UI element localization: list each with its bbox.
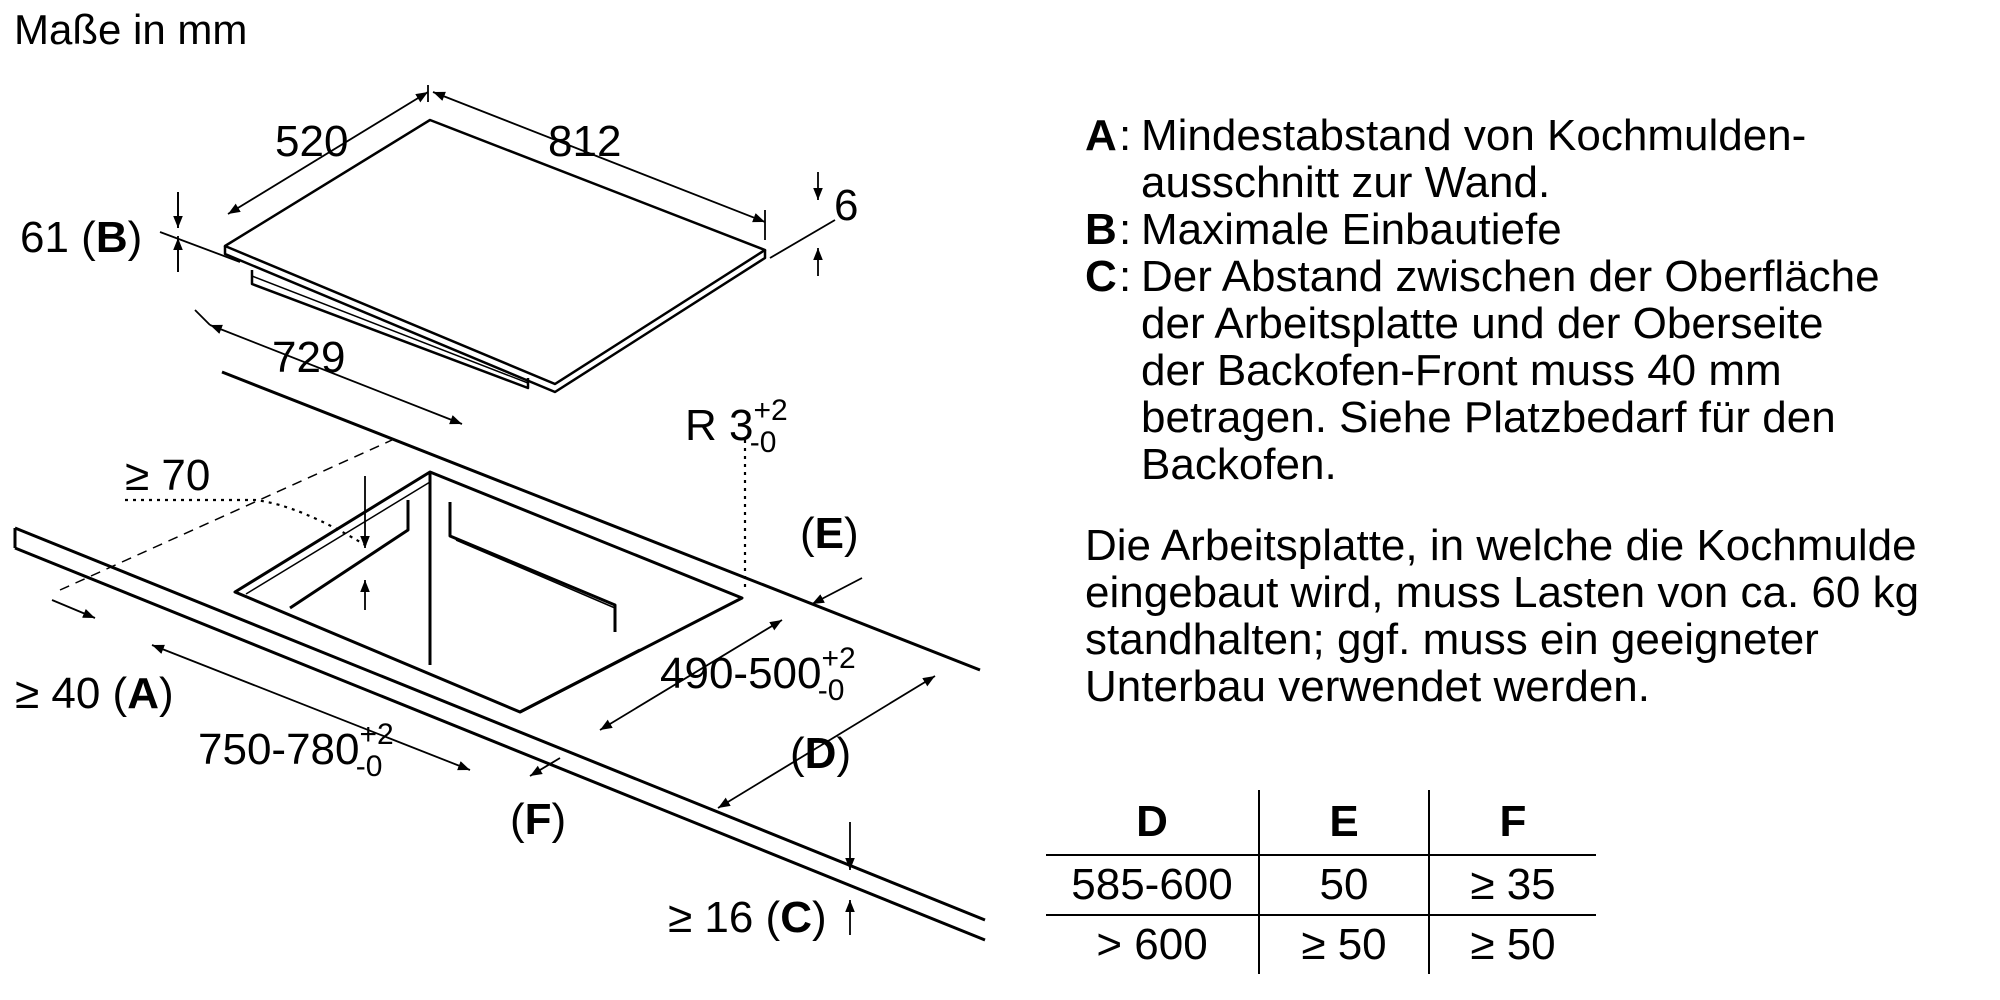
load-note: Die Arbeitsplatte, in welche die Kochmul… (1085, 521, 1920, 711)
dimension-table: D E F 585-600 50 ≥ 35 > 600 ≥ 50 ≥ 50 (1046, 790, 1596, 974)
table-row: > 600 ≥ 50 ≥ 50 (1046, 915, 1596, 974)
legend-item-b: B : Maximale Einbautiefe (1085, 206, 1985, 253)
worktop (13, 370, 986, 942)
dim-min-rear-label: ≥ 70 (125, 451, 210, 500)
table-cell: 585-600 (1046, 855, 1259, 916)
dim-d-label: (D) (790, 729, 851, 778)
dim-c-label: ≥ 16 (C) (668, 893, 827, 942)
dim-cutout-width-label: 750-780+2-0 (198, 718, 394, 783)
table-header-d: D (1046, 790, 1259, 856)
wall-line-dashed (59, 439, 393, 591)
table-row: 585-600 50 ≥ 35 (1046, 855, 1596, 916)
unit-title: Maße in mm (14, 6, 248, 53)
worktop-front-edge-bottom (14, 546, 986, 942)
dimension-lines (51, 85, 936, 935)
table-header-e: E (1258, 790, 1429, 856)
worktop-rear-edge (221, 370, 981, 672)
dim-base-width-label: 729 (272, 333, 345, 382)
table-cell: ≥ 50 (1428, 915, 1596, 974)
legend-key: A (1085, 111, 1117, 160)
legend-text: Mindestabstand von Kochmulden-ausschnitt… (1141, 111, 1807, 207)
table-cell: 50 (1258, 855, 1429, 916)
legend-item-a: A : Mindestabstand von Kochmulden-aussch… (1085, 112, 1985, 206)
worktop-front-edge-top (14, 526, 986, 922)
legend-text: Maximale Einbautiefe (1141, 205, 1562, 254)
legend-key: B (1085, 205, 1117, 254)
table-header-f: F (1428, 790, 1596, 856)
table-cell: ≥ 35 (1428, 855, 1596, 916)
dim-f-label: (F) (510, 795, 566, 844)
table-header-row: D E F (1046, 790, 1596, 856)
hob-drawing: 520 812 61 (B) 6 729 R 3+2-0 ≥ 70 (E) 49… (13, 85, 986, 942)
hob-glass-edge (223, 246, 767, 394)
dim-height-b-label: 61 (B) (20, 213, 142, 262)
dim-radius-label: R 3+2-0 (685, 394, 788, 459)
dim-glass-thickness-label: 6 (834, 181, 858, 230)
dim-cutout-depth-label: 490-500+2-0 (660, 642, 856, 707)
legend: A : Mindestabstand von Kochmulden-aussch… (1085, 112, 1985, 488)
table-cell: > 600 (1096, 920, 1208, 969)
dim-width-label: 812 (548, 117, 621, 166)
dimension-labels: 520 812 61 (B) 6 729 R 3+2-0 ≥ 70 (E) 49… (15, 117, 859, 942)
dim-e-label: (E) (800, 509, 859, 558)
dim-a-label: ≥ 40 (A) (15, 669, 174, 718)
dim-depth-label: 520 (275, 117, 348, 166)
legend-key: C (1085, 252, 1117, 301)
table-cell: ≥ 50 (1258, 915, 1429, 974)
